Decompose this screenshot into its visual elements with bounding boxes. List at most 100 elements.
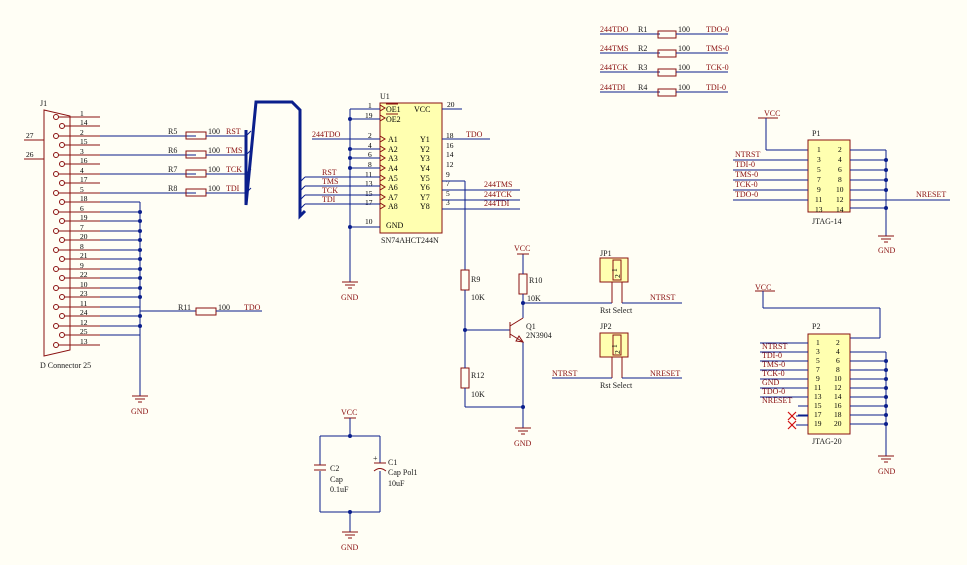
svg-text:20: 20 [447, 100, 455, 109]
svg-text:A6: A6 [388, 183, 398, 192]
resistor-r2: 244TMS R2 100 TMS-0 [600, 44, 729, 58]
net-244tms: 244TMS [484, 180, 512, 189]
svg-text:OE1: OE1 [386, 105, 401, 114]
svg-text:14: 14 [836, 205, 844, 214]
svg-text:TDI: TDI [226, 184, 240, 193]
gnd-symbol-u1: GND [341, 281, 359, 302]
svg-text:17: 17 [814, 410, 822, 419]
svg-text:6: 6 [838, 165, 842, 174]
gnd-symbol-j1: GND [131, 395, 149, 416]
svg-text:12: 12 [836, 195, 844, 204]
svg-text:16: 16 [446, 141, 454, 150]
svg-text:NRESET: NRESET [650, 369, 680, 378]
svg-text:7: 7 [817, 175, 821, 184]
gnd-symbol-q1: GND [514, 427, 532, 448]
svg-text:Y2: Y2 [420, 145, 430, 154]
ic-u1: U1 SN74AHCT244N 1 OE1 19 OE2 VCC 20 GND … [365, 92, 455, 245]
j1-designator: J1 [40, 99, 47, 108]
svg-text:NTRST: NTRST [762, 342, 787, 351]
svg-text:R6: R6 [168, 146, 177, 155]
svg-text:100: 100 [678, 25, 690, 34]
svg-text:10: 10 [836, 185, 844, 194]
svg-text:TMS: TMS [226, 146, 242, 155]
j1-pin-11: 11 [80, 299, 87, 308]
svg-text:TDI-0: TDI-0 [762, 351, 782, 360]
svg-text:GND: GND [386, 221, 404, 230]
svg-text:TCK-0: TCK-0 [735, 180, 758, 189]
svg-text:8: 8 [838, 175, 842, 184]
jumper-jp2: JP2 1 2 NTRST NRESET Rst Select [552, 322, 682, 390]
svg-text:2: 2 [836, 338, 840, 347]
svg-text:10K: 10K [527, 294, 541, 303]
vcc-symbol-r10: VCC [514, 244, 530, 255]
svg-text:A4: A4 [388, 164, 398, 173]
j1-pin-15: 15 [80, 137, 88, 146]
svg-text:18: 18 [446, 131, 454, 140]
svg-text:1: 1 [816, 338, 820, 347]
j1-pin-20: 20 [80, 232, 88, 241]
j1-pin-26: 26 [26, 150, 34, 159]
svg-text:A1: A1 [388, 135, 398, 144]
svg-text:A3: A3 [388, 154, 398, 163]
svg-text:GND: GND [514, 439, 532, 448]
svg-text:13: 13 [814, 392, 822, 401]
svg-text:100: 100 [208, 165, 220, 174]
signal-bus [244, 100, 307, 220]
svg-text:U1: U1 [380, 92, 390, 101]
svg-text:100: 100 [678, 63, 690, 72]
net-tck: TCK [322, 186, 338, 195]
svg-text:R4: R4 [638, 83, 647, 92]
j1-pin-25: 25 [80, 327, 88, 336]
svg-text:JP1: JP1 [600, 249, 612, 258]
svg-text:Y4: Y4 [420, 164, 430, 173]
gnd-symbol-caps: GND [341, 531, 359, 552]
gnd-label-j1: GND [131, 407, 149, 416]
svg-text:Y8: Y8 [420, 202, 430, 211]
svg-text:A8: A8 [388, 202, 398, 211]
svg-text:A2: A2 [388, 145, 398, 154]
svg-text:Y6: Y6 [420, 183, 430, 192]
svg-text:JTAG-20: JTAG-20 [812, 437, 842, 446]
svg-text:R1: R1 [638, 25, 647, 34]
svg-text:GND: GND [878, 467, 896, 476]
svg-text:17: 17 [365, 198, 373, 207]
svg-text:JTAG-14: JTAG-14 [812, 217, 842, 226]
svg-text:244TCK: 244TCK [600, 63, 628, 72]
svg-text:1: 1 [610, 344, 619, 348]
svg-text:VCC: VCC [341, 408, 357, 417]
svg-text:R10: R10 [529, 276, 542, 285]
svg-text:GND: GND [341, 293, 359, 302]
svg-text:5: 5 [446, 189, 450, 198]
svg-text:TDO-0: TDO-0 [706, 25, 729, 34]
svg-text:1: 1 [817, 145, 821, 154]
svg-text:9: 9 [817, 185, 821, 194]
svg-text:11: 11 [365, 170, 372, 179]
svg-text:10: 10 [365, 217, 373, 226]
svg-text:8: 8 [368, 160, 372, 169]
resistor-r1: 244TDO R1 100 TDO-0 [600, 25, 729, 39]
svg-text:RST: RST [226, 127, 241, 136]
resistor-r3: 244TCK R3 100 TCK-0 [600, 63, 729, 77]
svg-text:2: 2 [613, 274, 622, 278]
svg-text:14: 14 [446, 150, 454, 159]
svg-text:JP2: JP2 [600, 322, 612, 331]
svg-text:TMS-0: TMS-0 [706, 44, 729, 53]
svg-text:4: 4 [368, 141, 372, 150]
resistor-r8: R8 100 TDI [168, 184, 240, 197]
svg-text:R12: R12 [471, 371, 484, 380]
svg-text:P2: P2 [812, 322, 820, 331]
connector-j1: J1 D Connector 25 [24, 99, 100, 370]
j1-pin-12: 12 [80, 318, 88, 327]
svg-text:R7: R7 [168, 165, 177, 174]
j1-pin-24: 24 [80, 308, 88, 317]
net-tdo-out: TDO [466, 130, 483, 139]
svg-text:GND: GND [762, 378, 780, 387]
j1-pin-19: 19 [80, 213, 88, 222]
svg-text:2: 2 [368, 131, 372, 140]
svg-text:12: 12 [834, 383, 842, 392]
capacitor-c2: C2 Cap 0.1uF [314, 464, 349, 494]
svg-text:TCK: TCK [226, 165, 242, 174]
svg-text:OE2: OE2 [386, 115, 401, 124]
svg-text:4: 4 [836, 347, 840, 356]
